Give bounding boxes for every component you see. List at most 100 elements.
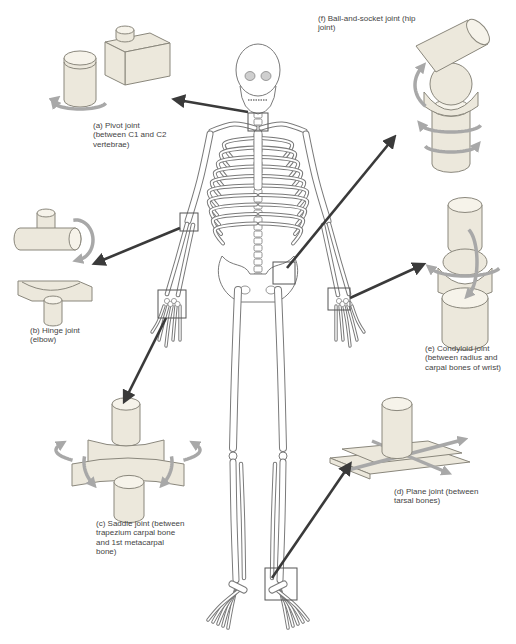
- plane-post-top: [382, 397, 412, 410]
- motion-arrow: [164, 456, 172, 483]
- plane-post: [382, 404, 412, 459]
- vertebra: [254, 252, 262, 258]
- highlight-box: [158, 290, 186, 318]
- bone: [344, 306, 350, 346]
- hinge-cylinder-end: [69, 228, 81, 250]
- motion-arrow: [53, 100, 57, 101]
- bone: [215, 224, 256, 244]
- ball-shaft-end: [462, 15, 494, 48]
- sternum: [254, 130, 262, 190]
- bone: [272, 584, 284, 590]
- bone-outline: [166, 306, 172, 346]
- highlight-box: [328, 288, 350, 310]
- bone-outline: [274, 588, 308, 620]
- bone-outline: [241, 464, 244, 578]
- condyloid-post-top-top: [448, 198, 482, 213]
- joint-caption: (d) Plane joint (between tarsal bones): [394, 487, 496, 506]
- bone-outline: [215, 224, 256, 244]
- motion-arrow: [469, 230, 477, 295]
- bone: [173, 306, 176, 340]
- vertebra: [254, 231, 262, 237]
- vertebra: [254, 119, 262, 125]
- bone: [323, 225, 338, 295]
- bone-outline: [233, 462, 236, 580]
- pivot-block-front: [125, 43, 170, 85]
- joint-models: [14, 15, 499, 522]
- joint-caption: (e) Condyloid joint (between radius and …: [425, 344, 516, 372]
- ball-post: [432, 108, 470, 172]
- bone-outline: [178, 306, 181, 340]
- motion-arrow: [425, 146, 476, 152]
- leader-arrows: [98, 100, 420, 578]
- leader-arrow: [350, 266, 420, 298]
- eye-socket: [261, 72, 271, 81]
- bone-outline: [260, 224, 301, 244]
- bone-outline: [173, 306, 176, 340]
- bone-outline: [188, 134, 210, 221]
- vertebra: [254, 245, 262, 251]
- hinge-groove: [22, 282, 80, 290]
- pelvis: [218, 256, 297, 302]
- cranium: [236, 44, 280, 96]
- eye-socket: [245, 72, 255, 81]
- pivot-block-side: [105, 42, 125, 85]
- bone-outline: [178, 225, 193, 295]
- highlight-box: [248, 113, 268, 131]
- bone-outline: [272, 584, 284, 590]
- skeleton: [152, 44, 364, 628]
- pivot-pin-top: [64, 51, 96, 65]
- bone: [233, 462, 236, 580]
- bone: [335, 306, 336, 340]
- motion-arrow: [421, 125, 480, 132]
- motion-arrow: [183, 444, 200, 460]
- saddle-post-bottom-top: [114, 475, 144, 488]
- highlight-box: [265, 568, 297, 600]
- saddle-post-top-top: [112, 398, 140, 410]
- pivot-ring: [64, 62, 96, 69]
- bone-outline: [233, 290, 238, 448]
- leader-arrow: [98, 228, 180, 262]
- hinge-post-bottom-top: [44, 296, 62, 304]
- bone: [260, 224, 301, 244]
- pivot-post-top: [116, 26, 134, 34]
- motion-arrow: [56, 444, 73, 460]
- hinge-post-top-top: [37, 209, 55, 217]
- highlight-box: [273, 262, 295, 284]
- highlight-box: [180, 213, 198, 231]
- bone-outline: [334, 306, 337, 340]
- leader-arrow: [126, 318, 166, 398]
- joint-caption: (f) Ball-and-socket joint (hip joint): [318, 14, 428, 33]
- joint-caption: (b) Hinge joint (elbow): [30, 326, 98, 345]
- bone: [208, 588, 242, 620]
- motion-arrow: [54, 103, 105, 109]
- leader-arrow: [178, 100, 248, 112]
- bone-outline: [306, 134, 328, 221]
- vertebra: [254, 259, 262, 265]
- bone: [278, 290, 283, 448]
- bone: [272, 464, 275, 578]
- bone: [241, 464, 244, 578]
- joint-caption: (a) Pivot joint (between C1 and C2 verte…: [93, 121, 167, 149]
- vertebra: [254, 266, 262, 272]
- teeth: [248, 99, 268, 101]
- bone: [340, 306, 343, 340]
- bone: [306, 134, 328, 221]
- vertebra: [254, 238, 262, 244]
- carpal: [175, 301, 180, 306]
- bone: [233, 290, 238, 448]
- bone-outline: [278, 290, 283, 448]
- motion-arrow: [431, 268, 499, 276]
- hinge-cylinder: [14, 228, 81, 250]
- leader-arrow: [272, 467, 348, 578]
- condyloid-knob: [443, 249, 487, 275]
- bone: [179, 306, 180, 340]
- motion-arrow: [84, 456, 92, 483]
- bone-outline: [340, 306, 343, 340]
- bone: [178, 225, 193, 295]
- bone: [166, 306, 172, 346]
- bone: [232, 584, 244, 590]
- bone-outline: [272, 464, 275, 578]
